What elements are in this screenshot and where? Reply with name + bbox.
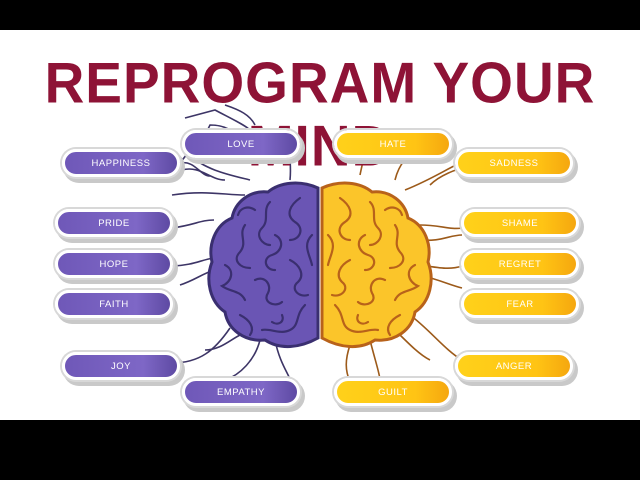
label-pride: PRIDE <box>55 209 173 237</box>
label-shame: SHAME <box>461 209 579 237</box>
right-brain-hemisphere <box>320 181 433 348</box>
page-title: REPROGRAM YOUR MIND <box>44 49 596 179</box>
label-guilt: GUILT <box>334 378 452 406</box>
label-sadness: SADNESS <box>455 149 573 177</box>
label-regret: REGRET <box>461 250 579 278</box>
left-brain-hemisphere <box>207 181 320 348</box>
label-joy: JOY <box>62 352 180 380</box>
label-anger: ANGER <box>455 352 573 380</box>
infographic: REPROGRAM YOUR MIND LOVE HAPPINESS PRIDE… <box>0 30 640 420</box>
label-hate: HATE <box>334 130 452 158</box>
label-faith: FAITH <box>55 290 173 318</box>
label-fear: FEAR <box>461 290 579 318</box>
label-empathy: EMPATHY <box>182 378 300 406</box>
label-happiness: HAPPINESS <box>62 149 180 177</box>
label-love: LOVE <box>182 130 300 158</box>
label-hope: HOPE <box>55 250 173 278</box>
